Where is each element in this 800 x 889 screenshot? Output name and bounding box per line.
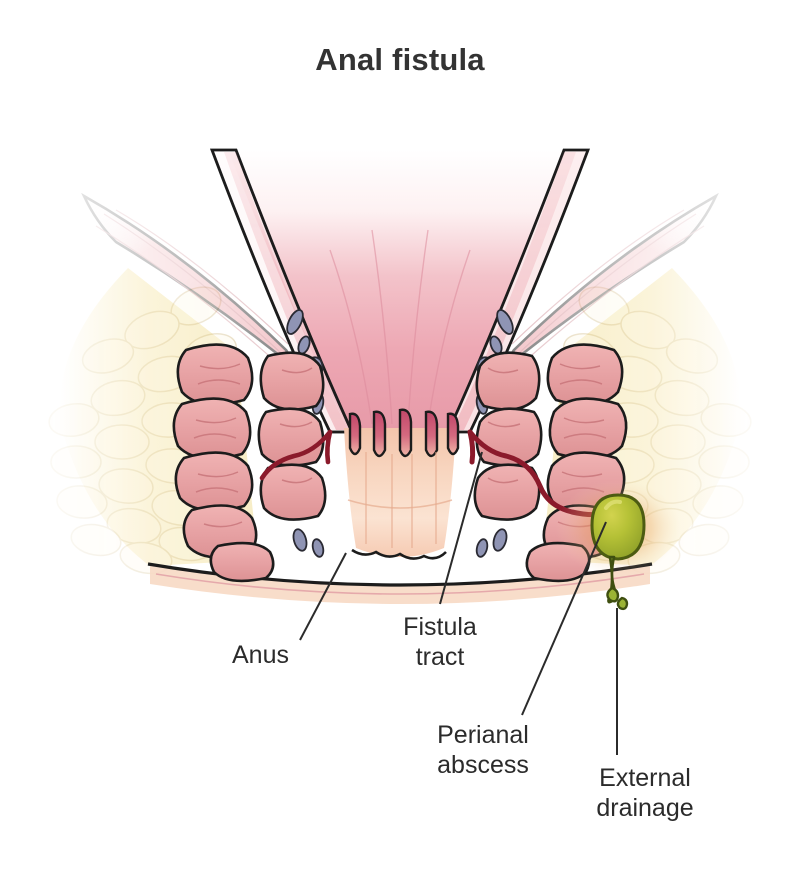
internal-sphincter-right [473, 351, 543, 521]
leader-line-abscess [521, 521, 607, 716]
anal-canal [344, 408, 460, 560]
columns-of-morgagni [348, 408, 460, 458]
page-title: Anal fistula [315, 42, 485, 77]
callout-label-external-drainage: External drainage [596, 764, 694, 822]
callout-label-anus: Anus [232, 641, 289, 669]
perianal-abscess [590, 493, 646, 561]
fistula-tract-left [259, 429, 333, 481]
internal-sphincter-left [257, 351, 327, 521]
callout-label-perianal-abscess: Perianal abscess [437, 721, 529, 779]
leader-line-anus [299, 552, 347, 641]
leader-lines [299, 451, 618, 755]
sphincter-striations [193, 363, 607, 528]
external-sphincter-left [172, 343, 275, 583]
leader-line-fistula [439, 451, 483, 605]
purulent-drainage [606, 555, 629, 611]
levator-ani-left [81, 192, 302, 374]
levator-ani-right [498, 192, 719, 374]
callout-label-fistula-tract: Fistula tract [403, 613, 477, 671]
